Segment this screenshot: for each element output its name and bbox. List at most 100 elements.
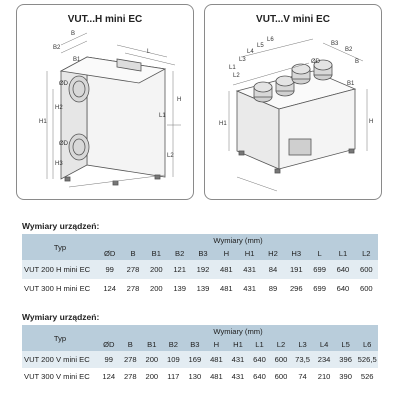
table-row: VUT 200 V mini EC 99 278 200 109 169 481… — [22, 351, 378, 368]
table-cell: 600 — [354, 260, 378, 279]
panel-title-horizontal: VUT...H mini EC — [67, 14, 143, 25]
dim-label-h3: H3 — [55, 161, 63, 167]
column-header: H2 — [261, 247, 285, 260]
table-cell: 481 — [214, 279, 238, 298]
column-header: L2 — [270, 338, 292, 351]
column-header: B3 — [184, 338, 206, 351]
type-cell: VUT 300 V mini EC — [22, 368, 98, 385]
column-header: L1 — [248, 338, 271, 351]
dim-label-h1: H1 — [219, 121, 227, 127]
table-cell: 431 — [227, 351, 249, 368]
group-header: Wymiary (mm) — [98, 234, 378, 247]
column-header: L6 — [356, 338, 378, 351]
dimensions-table-vertical: Typ Wymiary (mm) ØD B B1 B2 B3 H H1 L1 L… — [22, 325, 378, 385]
dim-label-l4: L4 — [247, 49, 254, 55]
table-cell: 640 — [331, 279, 355, 298]
table-cell: 210 — [313, 368, 335, 385]
table-cell: 99 — [98, 351, 120, 368]
section-title-horizontal: Wymiary urządzeń: — [22, 221, 100, 231]
column-header: L5 — [334, 338, 357, 351]
section-title-vertical: Wymiary urządzeń: — [22, 312, 100, 322]
panel-title-vertical: VUT...V mini EC — [256, 14, 330, 25]
table-cell: 191 — [284, 260, 308, 279]
table-cell: 481 — [205, 368, 228, 385]
table-cell: 169 — [184, 351, 206, 368]
table-cell: 278 — [121, 260, 145, 279]
table-cell: 431 — [237, 260, 262, 279]
dim-label-b: B — [71, 31, 75, 37]
dim-label-b1: B1 — [347, 81, 355, 87]
column-header: B1 — [144, 247, 168, 260]
column-header: B — [121, 247, 145, 260]
dim-label-l: L — [147, 49, 151, 55]
table-cell: 526 — [356, 368, 378, 385]
column-header: L — [307, 247, 332, 260]
column-header: H1 — [227, 338, 249, 351]
table-cell: 640 — [331, 260, 355, 279]
table-cell: 431 — [227, 368, 249, 385]
group-header: Wymiary (mm) — [98, 325, 378, 338]
table-cell: 99 — [98, 260, 122, 279]
table-cell: 526,5 — [356, 351, 378, 368]
table-cell: 278 — [121, 279, 145, 298]
dim-label-l1: L1 — [229, 65, 236, 71]
column-header: B — [119, 338, 142, 351]
dim-label-l2: L2 — [167, 153, 174, 159]
dim-label-od: ØD — [311, 59, 321, 65]
dimensions-table-horizontal: Typ Wymiary (mm) ØD B B1 B2 B3 H H1 H2 H… — [22, 234, 378, 298]
dim-label-od-bottom: ØD — [59, 141, 69, 147]
dim-label-l6: L6 — [267, 37, 274, 43]
table-cell: 89 — [261, 279, 285, 298]
dim-label-h: H — [177, 97, 181, 103]
dim-label-b2: B2 — [345, 47, 353, 53]
table-cell: 481 — [214, 260, 238, 279]
table-cell: 73,5 — [291, 351, 314, 368]
dim-label-b3: B3 — [331, 41, 339, 47]
dim-label-b2: B2 — [53, 45, 61, 51]
table-cell: 121 — [167, 260, 192, 279]
type-header: Typ — [22, 234, 98, 260]
column-header: L2 — [354, 247, 378, 260]
table-cell: 130 — [184, 368, 206, 385]
column-header: H1 — [237, 247, 262, 260]
table-cell: 600 — [270, 368, 292, 385]
dim-label-b: B — [355, 59, 359, 65]
column-header: L3 — [291, 338, 314, 351]
table-cell: 192 — [191, 260, 215, 279]
table-row: VUT 300 H mini EC 124 278 200 139 139 48… — [22, 279, 378, 298]
type-cell: VUT 300 H mini EC — [22, 279, 98, 298]
table-cell: 600 — [354, 279, 378, 298]
table-cell: 640 — [248, 351, 271, 368]
dim-label-od-top: ØD — [59, 81, 69, 87]
column-header: B2 — [167, 247, 192, 260]
dim-label-h1: H1 — [39, 119, 47, 125]
table-cell: 139 — [191, 279, 215, 298]
column-header: L1 — [331, 247, 355, 260]
table-cell: 699 — [307, 279, 332, 298]
type-cell: VUT 200 H mini EC — [22, 260, 98, 279]
dim-label-b1: B1 — [73, 57, 81, 63]
dim-label-h: H — [369, 119, 373, 125]
drawing-panel-horizontal: VUT...H mini EC — [16, 4, 194, 200]
table-cell: 699 — [307, 260, 332, 279]
table-cell: 109 — [162, 351, 185, 368]
table-cell: 139 — [167, 279, 192, 298]
table-cell: 431 — [237, 279, 262, 298]
table-cell: 124 — [98, 279, 122, 298]
dim-label-l5: L5 — [257, 43, 264, 49]
column-header: H — [214, 247, 238, 260]
table-cell: 200 — [144, 260, 168, 279]
table-cell: 481 — [205, 351, 228, 368]
drawing-panel-vertical: VUT...V mini EC — [204, 4, 382, 200]
table-cell: 278 — [119, 351, 142, 368]
vertical-unit-drawing: L1 L2 L3 L4 L5 L6 B3 B2 B B1 H H1 ØD — [219, 37, 373, 192]
table-cell: 117 — [162, 368, 185, 385]
table-row: VUT 200 H mini EC 99 278 200 121 192 481… — [22, 260, 378, 279]
dim-label-h2: H2 — [55, 105, 63, 111]
table-cell: 200 — [144, 279, 168, 298]
table-row: VUT 300 V mini EC 124 278 200 117 130 48… — [22, 368, 378, 385]
table-cell: 84 — [261, 260, 285, 279]
dim-label-l2: L2 — [233, 73, 240, 79]
column-header: L4 — [313, 338, 335, 351]
table-cell: 390 — [334, 368, 357, 385]
